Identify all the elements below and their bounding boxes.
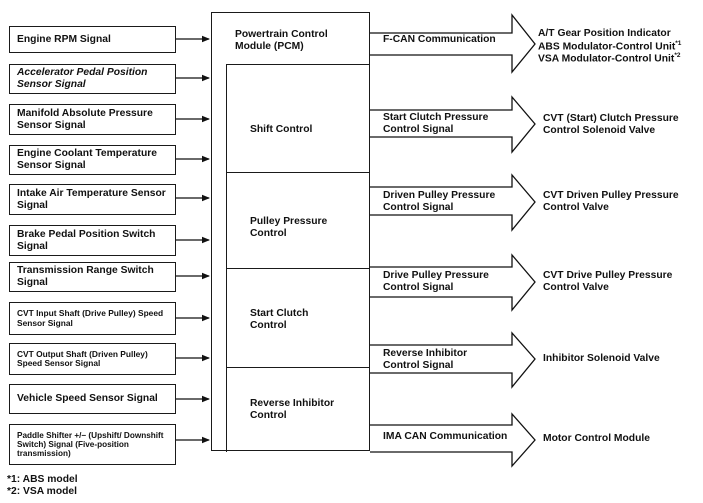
target-inhibitor-solenoid: Inhibitor Solenoid Valve: [543, 353, 660, 364]
input-manifold-pressure: Manifold Absolute Pressure Sensor Signal: [9, 104, 176, 135]
input-cvt-output-shaft: CVT Output Shaft (Driven Pulley) Speed S…: [9, 343, 176, 375]
footnote-vsa: *2: VSA model: [7, 486, 77, 497]
input-accelerator-pedal: Accelerator Pedal Position Sensor Signal: [9, 64, 176, 94]
input-cvt-input-shaft: CVT Input Shaft (Drive Pulley) Speed Sen…: [9, 302, 176, 335]
input-engine-rpm: Engine RPM Signal: [9, 26, 176, 53]
input-label: Brake Pedal Position Switch Signal: [17, 228, 156, 252]
input-label: CVT Input Shaft (Drive Pulley) Speed Sen…: [17, 308, 164, 328]
target-abs-unit: ABS Modulator-Control Unit*1: [538, 39, 682, 52]
input-transmission-range: Transmission Range Switch Signal: [9, 262, 176, 292]
target-motor-control: Motor Control Module: [543, 433, 650, 444]
target-gear-indicator: A/T Gear Position Indicator: [538, 28, 671, 39]
input-paddle-shifter: Paddle Shifter +/− (Upshift/ Downshift S…: [9, 424, 176, 465]
target-drive-pulley-valve: CVT Drive Pulley Pressure Control Valve: [543, 270, 673, 293]
target-start-clutch-valve: CVT (Start) Clutch Pressure Control Sole…: [543, 113, 679, 136]
input-label: CVT Output Shaft (Driven Pulley) Speed S…: [17, 348, 148, 368]
reverse-inhibitor-control-label: Reverse Inhibitor Control: [250, 398, 335, 421]
pcm-divider: [226, 268, 370, 269]
pcm-control-column: [226, 64, 370, 452]
pcm-divider: [226, 172, 370, 173]
signal-drive-pulley: Drive Pulley Pressure Control Signal: [383, 270, 489, 293]
input-intake-air-temp: Intake Air Temperature Sensor Signal: [9, 184, 176, 215]
input-label: Manifold Absolute Pressure Sensor Signal: [17, 107, 153, 131]
shift-control-label: Shift Control: [250, 124, 313, 135]
start-clutch-control-label: Start Clutch Control: [250, 308, 309, 331]
signal-start-clutch: Start Clutch Pressure Control Signal: [383, 112, 489, 135]
pcm-title: Powertrain Control Module (PCM): [235, 29, 328, 52]
target-f-can-units: A/T Gear Position Indicator ABS Modulato…: [538, 28, 681, 65]
footnote-abs: *1: ABS model: [7, 474, 78, 485]
input-label: Vehicle Speed Sensor Signal: [17, 393, 158, 405]
input-label: Intake Air Temperature Sensor Signal: [17, 187, 166, 211]
pcm-block: [211, 12, 370, 451]
input-label: Engine RPM Signal: [17, 33, 111, 45]
signal-reverse-inhibitor: Reverse Inhibitor Control Signal: [383, 348, 468, 371]
input-label: Engine Coolant Temperature Sensor Signal: [17, 148, 157, 171]
signal-driven-pulley: Driven Pulley Pressure Control Signal: [383, 190, 496, 213]
pulley-pressure-control-label: Pulley Pressure Control: [250, 216, 328, 239]
input-brake-pedal: Brake Pedal Position Switch Signal: [9, 225, 176, 256]
input-vehicle-speed: Vehicle Speed Sensor Signal: [9, 384, 176, 414]
input-label: Paddle Shifter +/− (Upshift/ Downshift S…: [17, 430, 164, 458]
input-label: Accelerator Pedal Position Sensor Signal: [17, 67, 148, 90]
pcm-divider: [226, 367, 370, 368]
signal-ima-can: IMA CAN Communication: [383, 431, 508, 442]
signal-f-can: F-CAN Communication: [383, 34, 496, 45]
target-driven-pulley-valve: CVT Driven Pulley Pressure Control Valve: [543, 190, 679, 213]
target-vsa-unit: VSA Modulator-Control Unit*2: [538, 52, 681, 65]
input-coolant-temp: Engine Coolant Temperature Sensor Signal: [9, 145, 176, 175]
input-label: Transmission Range Switch Signal: [17, 265, 154, 288]
